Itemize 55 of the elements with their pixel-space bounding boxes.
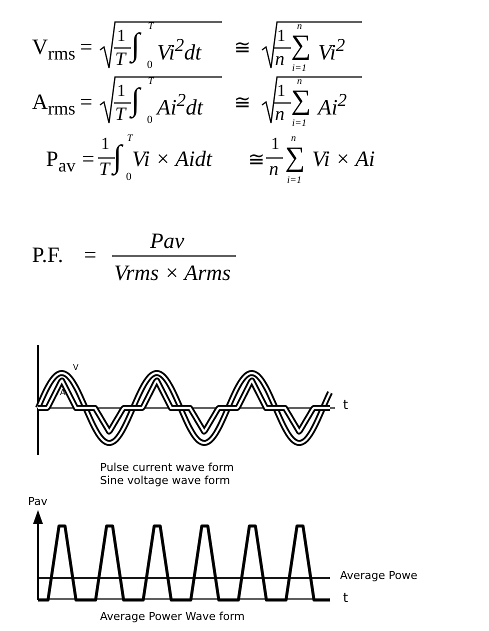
limit-label: T <box>127 134 133 144</box>
fraction-denominator: n <box>269 160 278 179</box>
summation-sign: ∑ <box>291 32 311 60</box>
limit-label: i=1 <box>292 119 307 129</box>
variable-label: P.F. <box>32 244 64 266</box>
fraction-numerator: 1 <box>271 135 280 152</box>
variable-label: A$_{rms}$ <box>32 91 76 118</box>
approx-sign: ≅ <box>234 93 251 113</box>
equals-sign: = <box>82 148 94 170</box>
integrand-term: Vi$^{2}$dt <box>157 36 202 64</box>
chart-caption: Average Power Wave form <box>100 611 245 622</box>
limit-label: i=1 <box>287 176 302 186</box>
axis-label: t <box>343 399 348 412</box>
variable-label: V$_{rms}$ <box>32 36 76 63</box>
fraction-denominator: Vrms × Arms <box>114 262 231 284</box>
equals-sign: = <box>84 244 96 266</box>
limit-label: n <box>291 134 296 144</box>
curve-label: V <box>73 364 78 372</box>
fraction-denominator: T <box>99 160 110 179</box>
limit-label: 0 <box>126 172 132 183</box>
fraction-denominator: n <box>275 50 284 69</box>
summation-sign: ∑ <box>285 144 305 172</box>
summation-sign: ∑ <box>291 87 311 115</box>
limit-label: i=1 <box>292 64 307 74</box>
limit-label: 0 <box>147 60 152 71</box>
approx-sign: ≅ <box>234 38 251 58</box>
summand-term: Vi × Ai <box>312 148 375 170</box>
integrand-term: Ai$^{2}$dt <box>157 91 203 118</box>
limit-label: T <box>148 77 154 87</box>
line-label: Average Powe <box>340 570 418 581</box>
fraction-numerator: 1 <box>117 27 126 44</box>
integrand-term: Vi × Aidt <box>132 148 212 170</box>
fraction-denominator: T <box>115 50 126 69</box>
fraction-numerator: 1 <box>101 135 110 152</box>
fraction-numerator: 1 <box>117 82 126 99</box>
curve-label: A <box>60 389 66 397</box>
summand-term: Vi$^{2}$ <box>318 36 346 64</box>
variable-label: P$_{av}$ <box>46 148 76 175</box>
limit-label: n <box>297 22 302 32</box>
fraction-denominator: T <box>115 105 126 124</box>
approx-sign: ≅ <box>248 150 265 170</box>
summand-term: Ai$^{2}$ <box>318 91 347 118</box>
chart-caption: Pulse current wave form <box>100 462 234 473</box>
axis-label: Pav <box>28 496 48 507</box>
equals-sign: = <box>80 36 92 58</box>
limit-label: n <box>297 77 302 87</box>
fraction-denominator: n <box>275 105 284 124</box>
fraction-numerator: 1 <box>277 27 286 44</box>
fraction-numerator: 1 <box>277 82 286 99</box>
fraction-numerator: Pav <box>150 230 184 252</box>
axis-label: t <box>343 592 348 605</box>
equals-sign: = <box>80 91 92 113</box>
limit-label: 0 <box>147 115 152 126</box>
chart-caption: Sine voltage wave form <box>100 475 230 486</box>
limit-label: T <box>148 22 154 32</box>
